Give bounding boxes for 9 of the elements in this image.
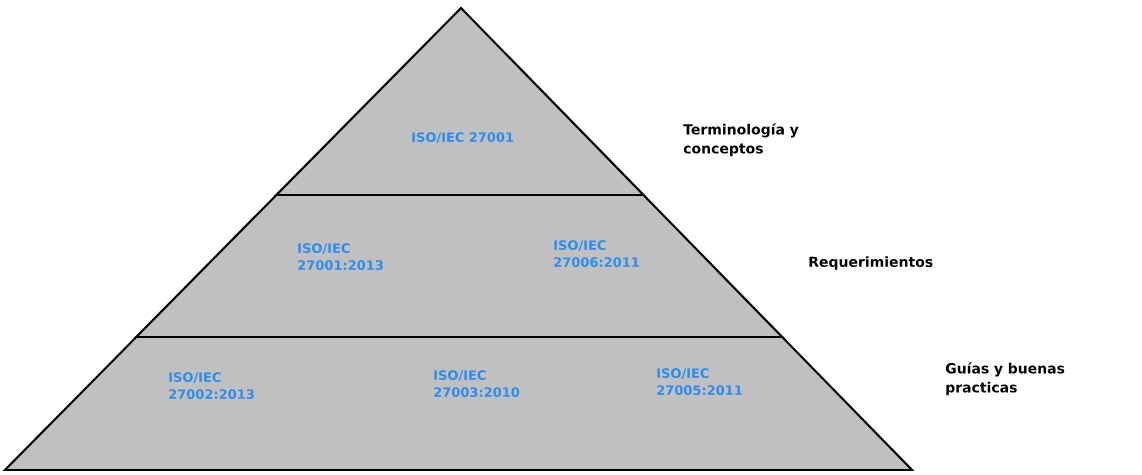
standard-label: ISO/IEC 27002:2013 — [169, 372, 254, 400]
level-label: Guías y buenas practicas — [945, 362, 1065, 396]
level-label: Terminología y conceptos — [683, 123, 799, 157]
standard-label: ISO/IEC 27003:2010 — [434, 370, 520, 398]
standard-label: ISO/IEC 27001 — [412, 132, 514, 144]
standard-label: ISO/IEC 27001:2013 — [298, 243, 383, 271]
level-label: Requerimientos — [809, 256, 933, 270]
standard-label: ISO/IEC 27005:2011 — [657, 368, 742, 396]
standard-label: ISO/IEC 27006:2011 — [554, 240, 639, 268]
